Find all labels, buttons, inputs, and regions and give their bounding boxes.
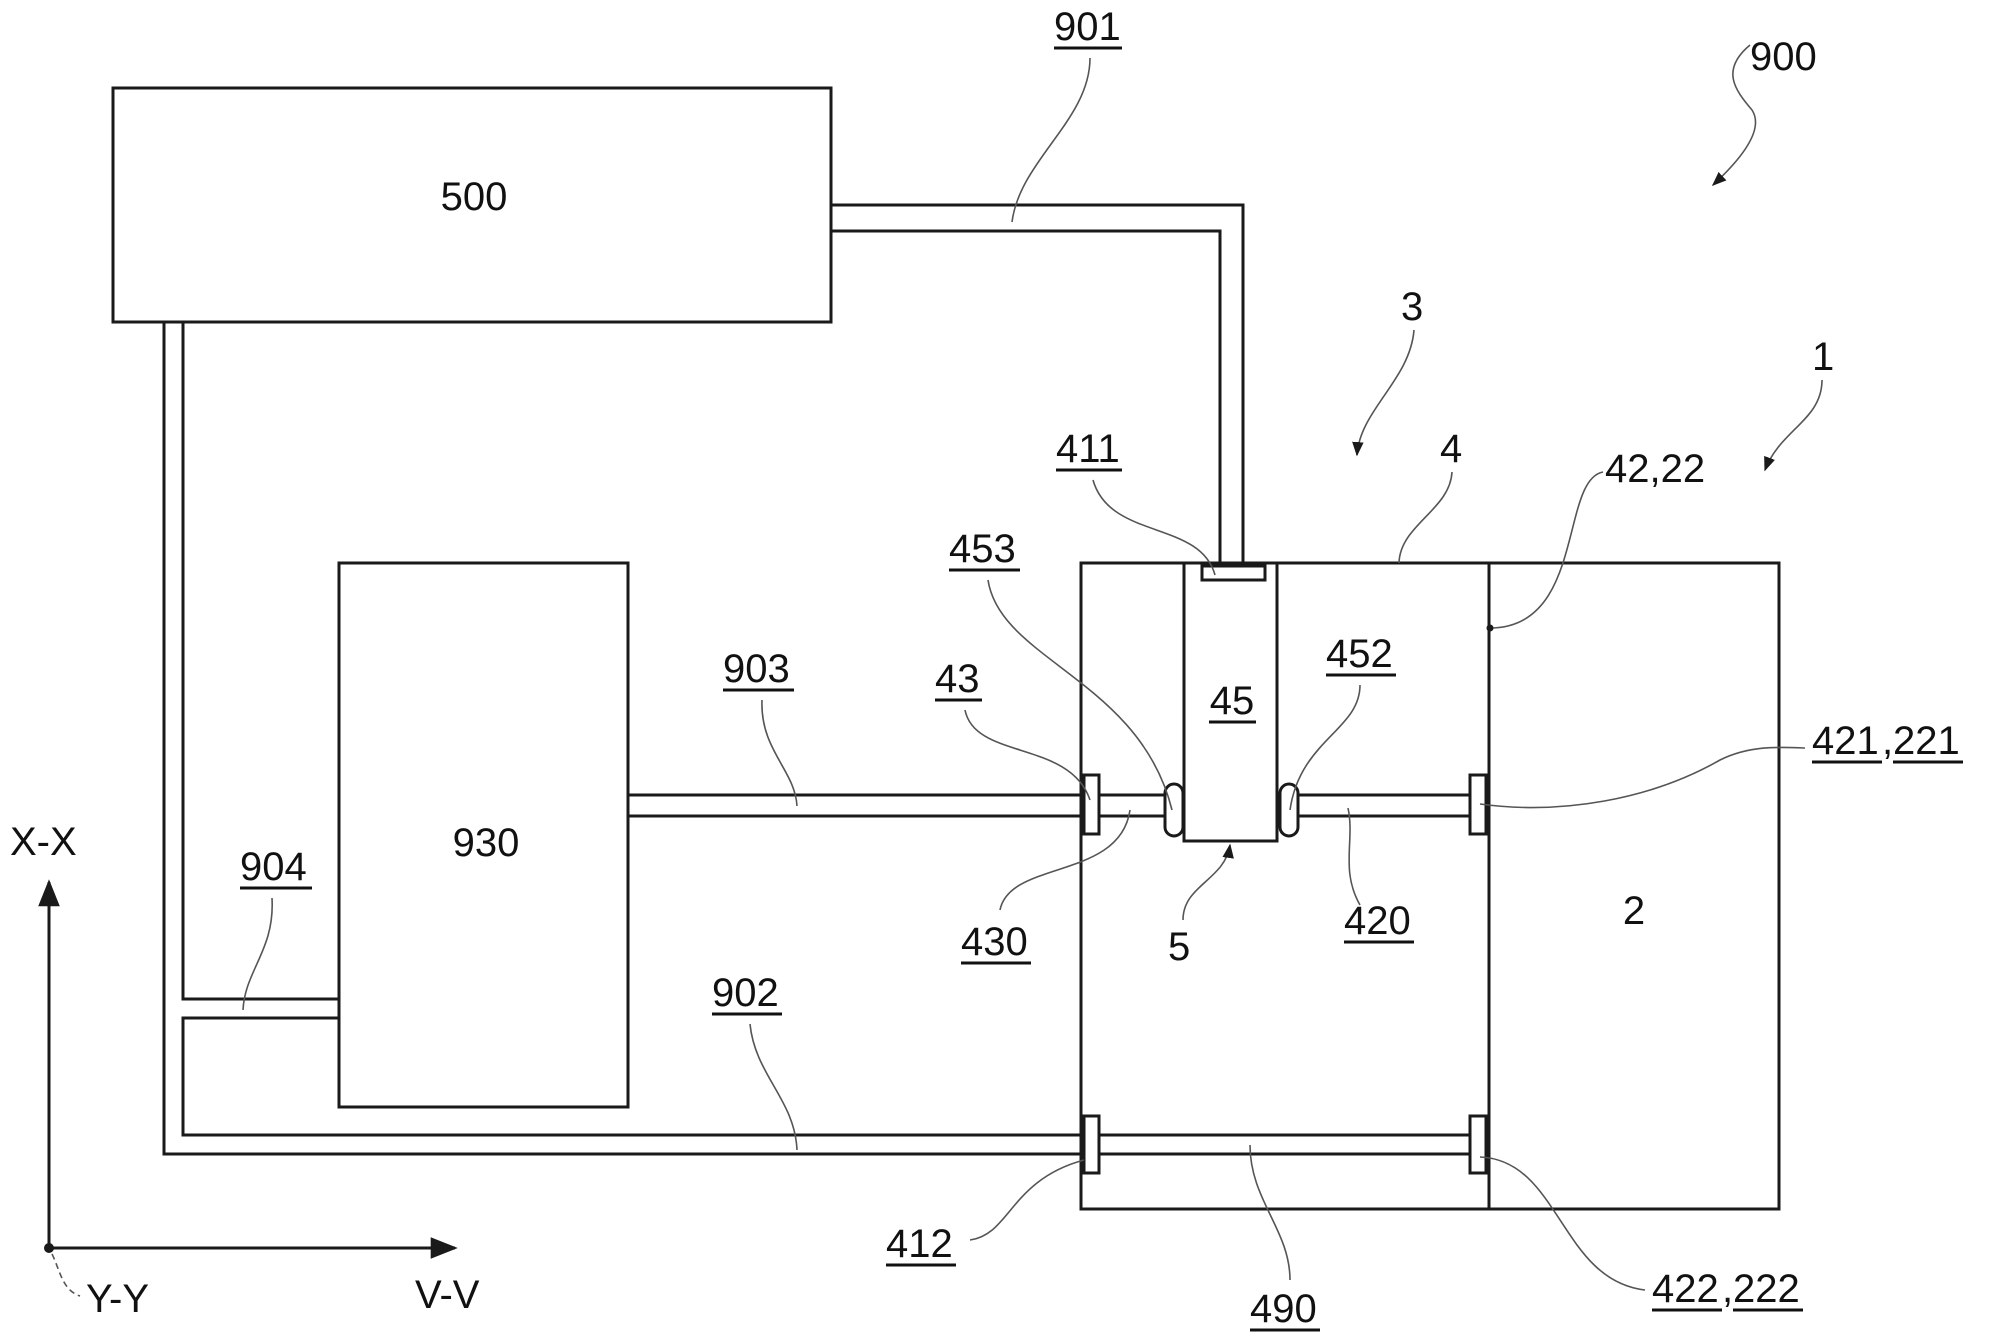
seal-453 — [1163, 782, 1185, 838]
label-421: 421 — [1812, 719, 1879, 763]
leader-42-22 — [1489, 471, 1604, 629]
module-box-45 — [1182, 561, 1279, 843]
label-902: 902 — [712, 971, 779, 1015]
leader-3 — [1352, 329, 1415, 457]
leader-4 — [1398, 471, 1453, 564]
label-903: 903 — [723, 647, 790, 691]
flange-43 — [1082, 773, 1101, 836]
leader-dot-42-22 — [1486, 624, 1494, 632]
leader-420 — [1347, 807, 1361, 906]
label-43: 43 — [935, 657, 980, 701]
leader-430 — [999, 809, 1131, 911]
leader-453 — [987, 579, 1173, 811]
label-4: 4 — [1440, 427, 1462, 471]
pipe-901-outer — [831, 203, 1245, 563]
seal-452 — [1278, 782, 1300, 838]
port-411 — [1200, 564, 1267, 582]
unit-box-930 — [337, 561, 630, 1109]
axis-x-x-label: X-X — [10, 820, 77, 864]
leader-903 — [761, 699, 798, 807]
leader-490 — [1249, 1144, 1291, 1281]
leader-452 — [1289, 684, 1361, 811]
module-45-label: 45 — [1210, 679, 1255, 723]
pipe-904-upper — [181, 322, 339, 1001]
label-411: 411 — [1056, 427, 1120, 471]
label-42-22: 42,22 — [1605, 447, 1705, 491]
pipe-902-inner — [181, 1016, 1084, 1137]
label-420: 420 — [1344, 899, 1411, 943]
leader-421-221 — [1479, 746, 1806, 809]
controller-label: 500 — [441, 175, 508, 219]
label-904: 904 — [240, 845, 307, 889]
unit-930-label: 930 — [453, 821, 520, 865]
label-222: 222 — [1733, 1267, 1800, 1311]
leader-43 — [964, 709, 1091, 801]
label-5: 5 — [1168, 925, 1190, 969]
leader-5 — [1182, 843, 1234, 921]
leader-y-y — [51, 1253, 81, 1297]
pipe-901-inner — [831, 229, 1222, 563]
label-221: 221 — [1893, 719, 1960, 763]
label-422: 422 — [1652, 1267, 1719, 1311]
label-422-comma: , — [1722, 1267, 1733, 1311]
label-430: 430 — [961, 920, 1028, 964]
axis-y-y-label: Y-Y — [86, 1277, 149, 1321]
flange-412 — [1082, 1114, 1101, 1175]
label-490: 490 — [1250, 1287, 1317, 1331]
leader-1 — [1764, 379, 1823, 472]
leader-901 — [1011, 57, 1091, 223]
module-2-label: 2 — [1623, 889, 1645, 933]
controller-box-500 — [111, 86, 833, 324]
leader-412 — [969, 1159, 1085, 1241]
leader-900 — [1711, 44, 1757, 186]
label-1: 1 — [1812, 335, 1834, 379]
axis-v-v-label: V-V — [415, 1273, 480, 1317]
label-421-comma: , — [1882, 719, 1893, 763]
leader-904 — [242, 897, 273, 1011]
label-453: 453 — [949, 527, 1016, 571]
axis-origin — [44, 1243, 54, 1253]
pipe-902-outer — [162, 322, 1084, 1156]
label-901: 901 — [1054, 5, 1121, 49]
leader-411 — [1092, 479, 1216, 576]
leader-902 — [749, 1023, 798, 1151]
label-3: 3 — [1401, 285, 1423, 329]
label-452: 452 — [1326, 632, 1393, 676]
label-900: 900 — [1750, 35, 1817, 79]
label-412: 412 — [886, 1222, 953, 1266]
flange-422 — [1468, 1114, 1488, 1175]
leader-422-222 — [1479, 1156, 1646, 1291]
